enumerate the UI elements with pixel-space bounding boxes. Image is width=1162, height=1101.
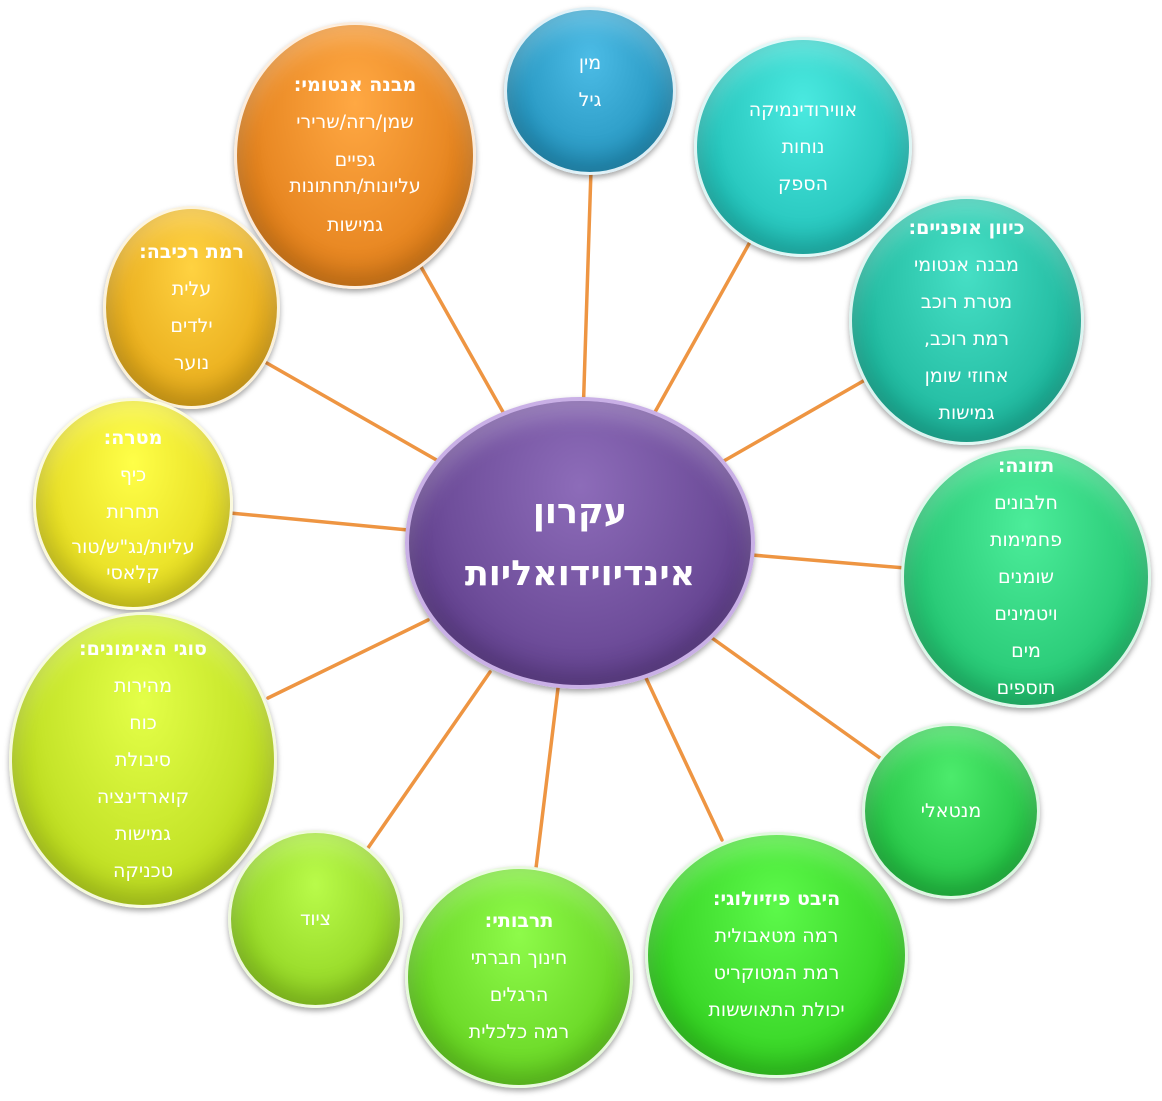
equipment-line-1: ציוד	[299, 907, 332, 930]
riding-level-line-2: ילדים	[170, 314, 213, 337]
bubble-training-types: סוגי האימונים: מהירות כוח סיבולת קוארדינ…	[9, 612, 277, 908]
training-types-line-1: מהירות	[114, 674, 172, 697]
bubble-goal: מטרה: כיף תחרות עליות/נג"ש/טור קלאסי	[33, 398, 233, 610]
connector-riding-level	[263, 360, 442, 464]
training-types-line-2: כוח	[129, 711, 157, 734]
culture-line-1: חינוך חברתי	[470, 947, 568, 969]
riding-level-line-1: עלית	[171, 277, 212, 300]
physiology-title: היבט פיזיולוגי:	[712, 888, 841, 910]
hub-line-2: אינדיוידואליות	[464, 554, 696, 594]
goal-line-2: תחרות	[106, 500, 160, 523]
connector-culture	[534, 686, 560, 870]
training-types-line-6: טכניקה	[112, 859, 174, 882]
riding-level-title: רמת רכיבה:	[139, 240, 244, 263]
mental-line-1: מנטאלי	[920, 799, 982, 822]
aero-line-3: הספק	[777, 172, 829, 195]
bubble-mental: מנטאלי	[862, 723, 1040, 899]
goal-line-3: עליות/נג"ש/טור קלאסי	[71, 535, 195, 584]
nutrition-line-2: פחמימות	[990, 528, 1063, 551]
connector-nutrition	[750, 553, 907, 570]
training-types-line-4: קוארדינציה	[96, 785, 190, 808]
training-types-line-5: גמישות	[114, 822, 172, 845]
anatomy-title: מבנה אנטומי:	[293, 74, 417, 96]
bike-fit-line-3: רמת רוכב,	[923, 327, 1010, 350]
bubble-nutrition: תזונה: חלבונים פחמימות שומנים ויטמינים מ…	[901, 446, 1151, 708]
connector-goal	[228, 511, 410, 532]
connector-physiology	[644, 676, 724, 842]
nutrition-title: תזונה:	[997, 454, 1055, 477]
goal-line-1: כיף	[119, 463, 147, 486]
nutrition-line-4: ויטמינים	[994, 602, 1058, 625]
anatomy-line-1: שמן/רזה/שרירי	[296, 111, 414, 133]
nutrition-line-5: מים	[1011, 639, 1041, 662]
bubble-physiology: היבט פיזיולוגי: רמה מטאבולית רמת המטוקרי…	[645, 832, 908, 1078]
physiology-line-1: רמה מטאבולית	[714, 925, 839, 947]
goal-title: מטרה:	[103, 426, 163, 449]
bubble-riding-level: רמת רכיבה: עלית ילדים נוער	[103, 206, 280, 409]
bike-fit-line-4: אחוזי שומן	[924, 364, 1009, 387]
anatomy-line-4: גמישות	[326, 214, 384, 236]
culture-title: תרבותי:	[484, 910, 554, 932]
physiology-line-2: רמת המטוקריט	[713, 962, 840, 984]
connector-training-types	[266, 618, 430, 700]
central-concept-bubble: עקרון אינדיוידואליות	[405, 397, 755, 689]
riding-level-line-3: נוער	[173, 351, 210, 374]
bike-fit-line-2: מטרת רוכב	[920, 290, 1013, 313]
hub-line-1: עקרון	[532, 492, 628, 532]
gender-age-line-1: מין	[578, 52, 602, 74]
connector-aero	[653, 240, 752, 414]
connector-bike-fit	[720, 378, 867, 464]
bike-fit-title: כיוון אופניים:	[908, 216, 1025, 239]
nutrition-line-1: חלבונים	[994, 491, 1058, 514]
aero-line-1: אווירודינמיקה	[748, 98, 858, 121]
training-types-title: סוגי האימונים:	[79, 637, 207, 660]
training-types-line-3: סיבולת	[114, 748, 172, 771]
connector-anatomy	[418, 263, 505, 414]
bike-fit-line-5: גמישות	[938, 401, 995, 424]
physiology-line-3: יכולת התאוששות	[708, 999, 845, 1021]
connector-equipment	[366, 670, 492, 850]
bubble-gender-age: מין גיל	[504, 7, 676, 175]
bubble-aero: אווירודינמיקה נוחות הספק	[694, 37, 912, 257]
gender-age-line-2: גיל	[578, 89, 602, 111]
culture-line-3: רמה כלכלית	[468, 1021, 570, 1043]
bubble-bike-fit: כיוון אופניים: מבנה אנטומי מטרת רוכב רמת…	[849, 196, 1084, 445]
bubble-culture: תרבותי: חינוך חברתי הרגלים רמה כלכלית	[405, 866, 633, 1088]
bubble-anatomy: מבנה אנטומי: שמן/רזה/שרירי גפיים עליונות…	[234, 22, 476, 289]
anatomy-line-2: גפיים	[334, 149, 376, 171]
connector-mental	[710, 636, 882, 760]
nutrition-line-3: שומנים	[998, 565, 1055, 588]
anatomy-line-3: עליונות/תחתונות	[289, 175, 421, 197]
aero-line-2: נוחות	[781, 135, 825, 158]
connector-gender-age	[581, 168, 593, 420]
culture-line-2: הרגלים	[489, 984, 549, 1006]
bike-fit-line-1: מבנה אנטומי	[914, 253, 1019, 276]
nutrition-line-6: תוספים	[996, 676, 1056, 699]
bubble-equipment: ציוד	[228, 830, 403, 1008]
